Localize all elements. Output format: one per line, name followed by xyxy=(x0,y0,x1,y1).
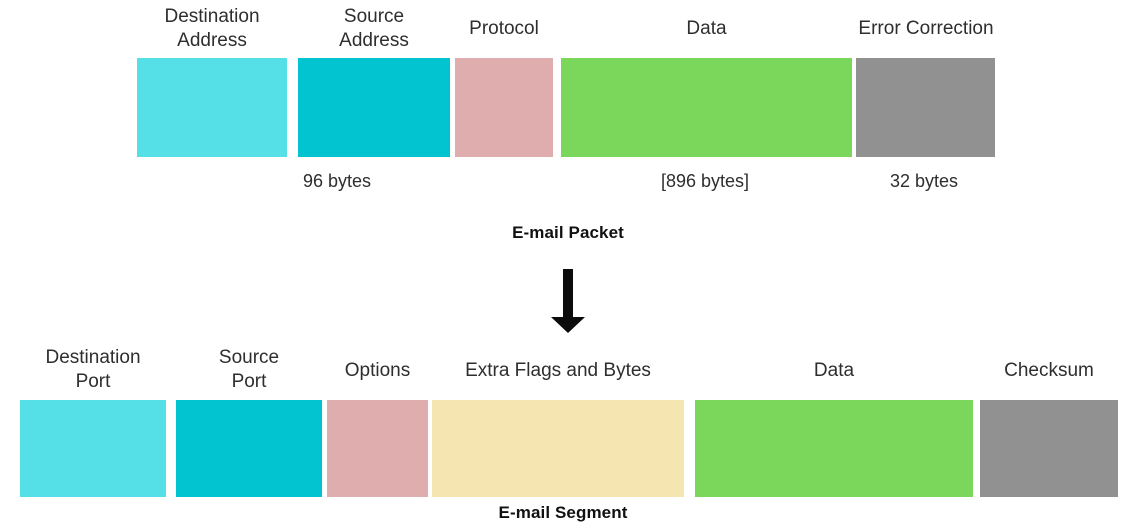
packet-caption: E-mail Packet xyxy=(512,223,624,242)
packet-block-data xyxy=(561,58,852,157)
segment-field-label-options: Options xyxy=(344,360,411,381)
segment-block-options xyxy=(327,400,428,497)
arrow-head xyxy=(551,317,585,333)
segment-block-data xyxy=(695,400,973,497)
packet-block-destination-address xyxy=(137,58,287,157)
arrow-shaft xyxy=(563,269,573,318)
packet-field-label-source-address: Source Address xyxy=(339,6,409,51)
segment-field-label-checksum: Checksum xyxy=(1004,360,1094,381)
segment-field-label-extra-flags-and-bytes: Extra Flags and Bytes xyxy=(465,360,651,381)
packet-block-protocol xyxy=(455,58,553,157)
segment-caption: E-mail Segment xyxy=(498,503,628,522)
segment-block-source-port xyxy=(176,400,322,497)
packet-field-label-data: Data xyxy=(686,18,727,39)
segment-field-label-data: Data xyxy=(813,360,855,381)
segment-field-label-destination-port: Destination Port xyxy=(45,347,141,392)
packet-size-label-data: [896 bytes] xyxy=(660,171,750,191)
packet-size-label-source-address: 96 bytes xyxy=(302,171,372,191)
packet-field-label-protocol: Protocol xyxy=(469,18,539,39)
packet-block-source-address xyxy=(298,58,450,157)
packet-block-error-correction xyxy=(856,58,995,157)
segment-block-extra-flags-and-bytes xyxy=(432,400,684,497)
segment-block-checksum xyxy=(980,400,1118,497)
packet-field-label-error-correction: Error Correction xyxy=(858,18,994,39)
down-arrow-icon xyxy=(551,269,585,333)
segment-field-label-source-port: Source Port xyxy=(218,347,280,392)
segment-block-destination-port xyxy=(20,400,166,497)
packet-size-label-error-correction: 32 bytes xyxy=(889,171,959,191)
packet-field-label-destination-address: Destination Address xyxy=(164,6,260,51)
